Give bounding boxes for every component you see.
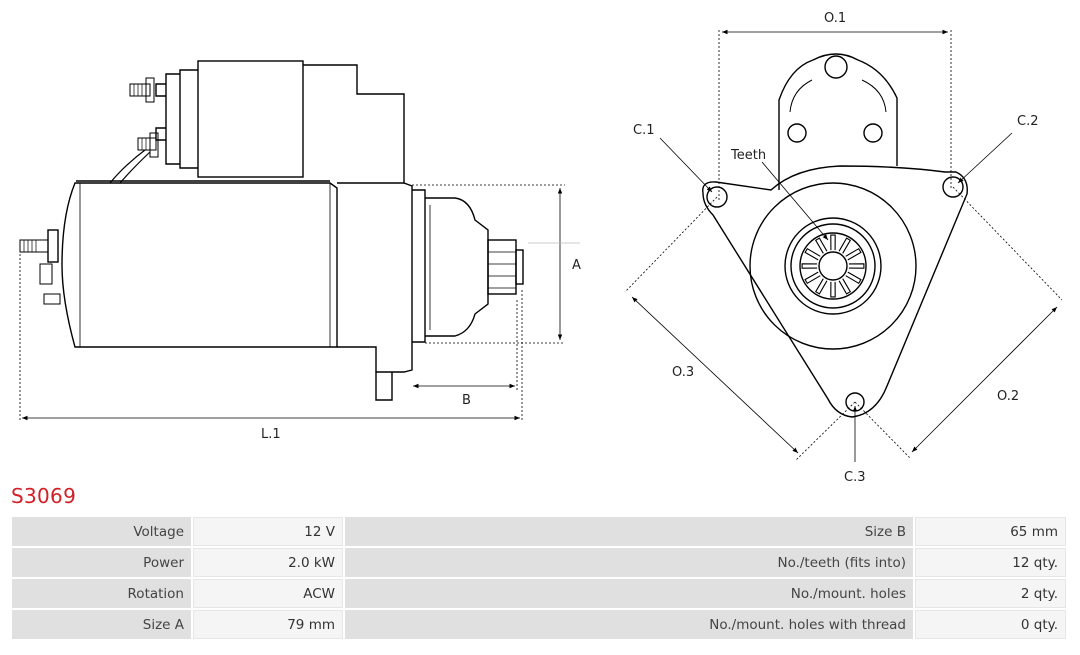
spec-value-power: 2.0 kW xyxy=(193,548,343,577)
starter-side-view xyxy=(19,60,524,401)
spec-value-rotation: ACW xyxy=(193,579,343,608)
spec-value-thread-holes: 0 qty. xyxy=(915,610,1066,639)
spec-value-teeth: 12 qty. xyxy=(915,548,1066,577)
dimension-label-c2: C.2 xyxy=(1017,114,1038,129)
pinion-teeth xyxy=(801,234,865,298)
dimension-label-l1: L.1 xyxy=(261,427,281,442)
dimension-label-o2: O.2 xyxy=(997,389,1019,404)
spec-value-mount-holes: 2 qty. xyxy=(915,579,1066,608)
spec-value-size-b: 65 mm xyxy=(915,517,1066,546)
specs-table: Voltage 12 V Size B 65 mm Power 2.0 kW N… xyxy=(10,515,1068,641)
table-row: Power 2.0 kW No./teeth (fits into) 12 qt… xyxy=(12,548,1066,577)
spec-value-size-a: 79 mm xyxy=(193,610,343,639)
dimension-label-a: A xyxy=(572,258,581,273)
side-view-dimensions xyxy=(19,184,580,422)
spec-value-voltage: 12 V xyxy=(193,517,343,546)
dimension-label-o1: O.1 xyxy=(824,11,846,26)
dimension-label-c1: C.1 xyxy=(633,123,654,138)
spec-label-thread-holes: No./mount. holes with thread xyxy=(345,610,913,639)
table-row: Rotation ACW No./mount. holes 2 qty. xyxy=(12,579,1066,608)
spec-label-power: Power xyxy=(12,548,191,577)
teeth-label: Teeth xyxy=(730,148,766,163)
spec-label-size-a: Size A xyxy=(12,610,191,639)
spec-label-rotation: Rotation xyxy=(12,579,191,608)
starter-front-view xyxy=(702,53,968,418)
spec-label-mount-holes: No./mount. holes xyxy=(345,579,913,608)
spec-label-size-b: Size B xyxy=(345,517,913,546)
front-view-dimensions xyxy=(624,29,1063,462)
dimension-label-b: B xyxy=(462,393,471,408)
technical-drawing: A B L.1 O.1 O. xyxy=(19,11,1063,485)
table-row: Voltage 12 V Size B 65 mm xyxy=(12,517,1066,546)
spec-label-voltage: Voltage xyxy=(12,517,191,546)
product-code-title: S3069 xyxy=(11,484,77,508)
pinion-tooth-outline xyxy=(801,234,865,298)
table-row: Size A 79 mm No./mount. holes with threa… xyxy=(12,610,1066,639)
dimension-label-o3: O.3 xyxy=(672,365,694,380)
spec-label-teeth: No./teeth (fits into) xyxy=(345,548,913,577)
dimension-label-c3: C.3 xyxy=(844,470,865,485)
